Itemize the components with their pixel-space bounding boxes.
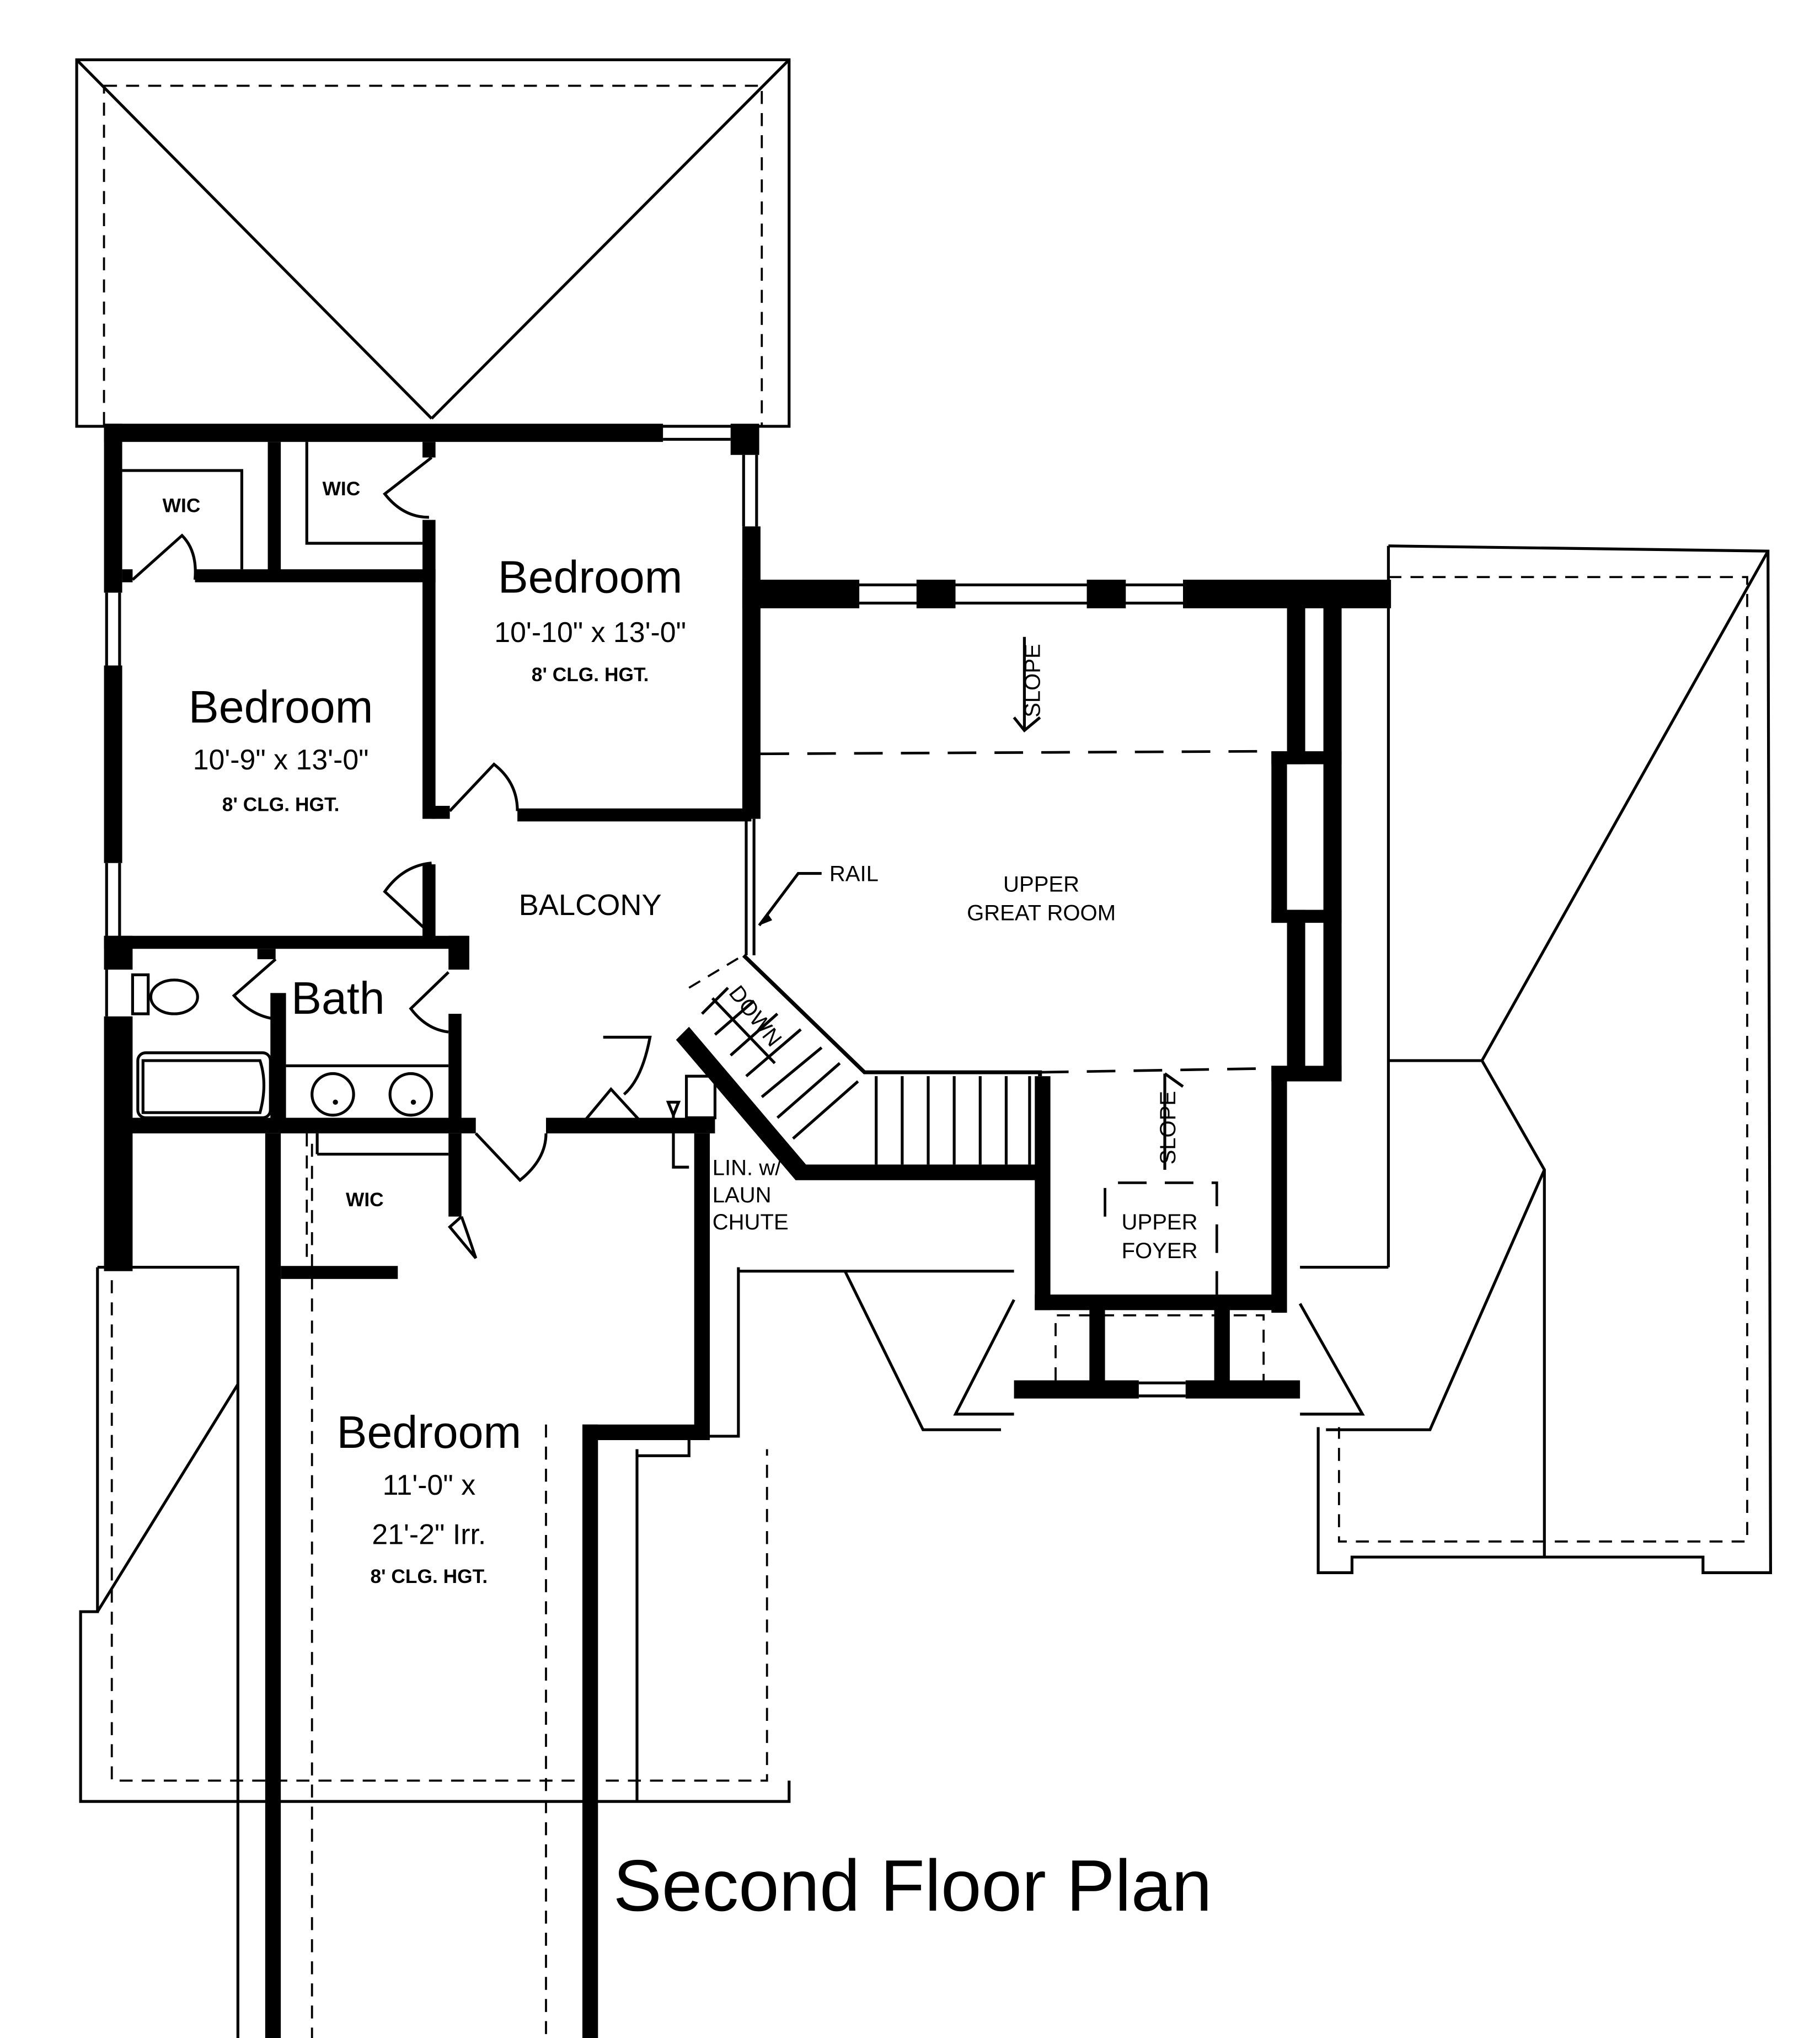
bedroom-n-name: Bedroom [498, 552, 683, 603]
great-room-label-1: UPPER [1003, 873, 1079, 897]
bathtub [136, 1051, 272, 1120]
exterior-walls [104, 424, 1391, 1399]
linen-label-2: LAUN [713, 1183, 772, 1207]
bedroom-nw-name: Bedroom [189, 682, 373, 732]
wic-label-3: WIC [346, 1189, 384, 1211]
bath-fixtures [131, 973, 449, 1120]
bedroom-nw-ceiling: 8' CLG. HGT. [222, 794, 340, 815]
slope-arrow-top [1013, 636, 1041, 733]
toilet-tank [131, 973, 150, 1015]
down-label: DOWN [724, 981, 786, 1051]
great-room-label-2: GREAT ROOM [967, 901, 1116, 925]
balcony-label: BALCONY [519, 889, 662, 922]
rail-label: RAIL [829, 862, 879, 886]
toilet-bowl [149, 978, 199, 1015]
bedroom-n-ceiling: 8' CLG. HGT. [532, 664, 649, 686]
bedroom-s-name: Bedroom [337, 1407, 522, 1458]
roof-southwest [79, 1266, 1015, 2038]
foyer-label-1: UPPER [1122, 1210, 1198, 1234]
slope-arrow-bottom [1163, 1072, 1184, 1170]
bedroom-s-dims-1: 11'-0" x [383, 1469, 476, 1501]
slope-label-top: SLOPE [1021, 644, 1045, 718]
doors [131, 456, 652, 1259]
linen-label-3: CHUTE [713, 1210, 789, 1234]
wic-label-1: WIC [163, 495, 201, 516]
bedroom-nw-dims: 10'-9" x 13'-0" [193, 743, 369, 775]
linen-label-1: LIN. w/ [713, 1156, 782, 1180]
interior-walls [104, 442, 752, 2038]
rail-leader [758, 871, 822, 927]
slope-label-bottom: SLOPE [1156, 1091, 1180, 1165]
sink-left [311, 1072, 355, 1117]
foyer-label-2: FOYER [1122, 1239, 1198, 1263]
bedroom-n-dims: 10'-10" x 13'-0" [494, 616, 686, 648]
bedroom-s-dims-2: 21'-2" Irr. [372, 1518, 486, 1550]
roof-east [1298, 544, 1773, 1574]
sink-right [388, 1072, 433, 1117]
wic-label-2: WIC [323, 478, 361, 500]
plan-title: Second Floor Plan [613, 1845, 1212, 1926]
ceiling-lines [306, 750, 1272, 2038]
bedroom-s-ceiling: 8' CLG. HGT. [371, 1566, 488, 1587]
roof-north [75, 58, 791, 428]
bath-label: Bath [291, 973, 385, 1024]
